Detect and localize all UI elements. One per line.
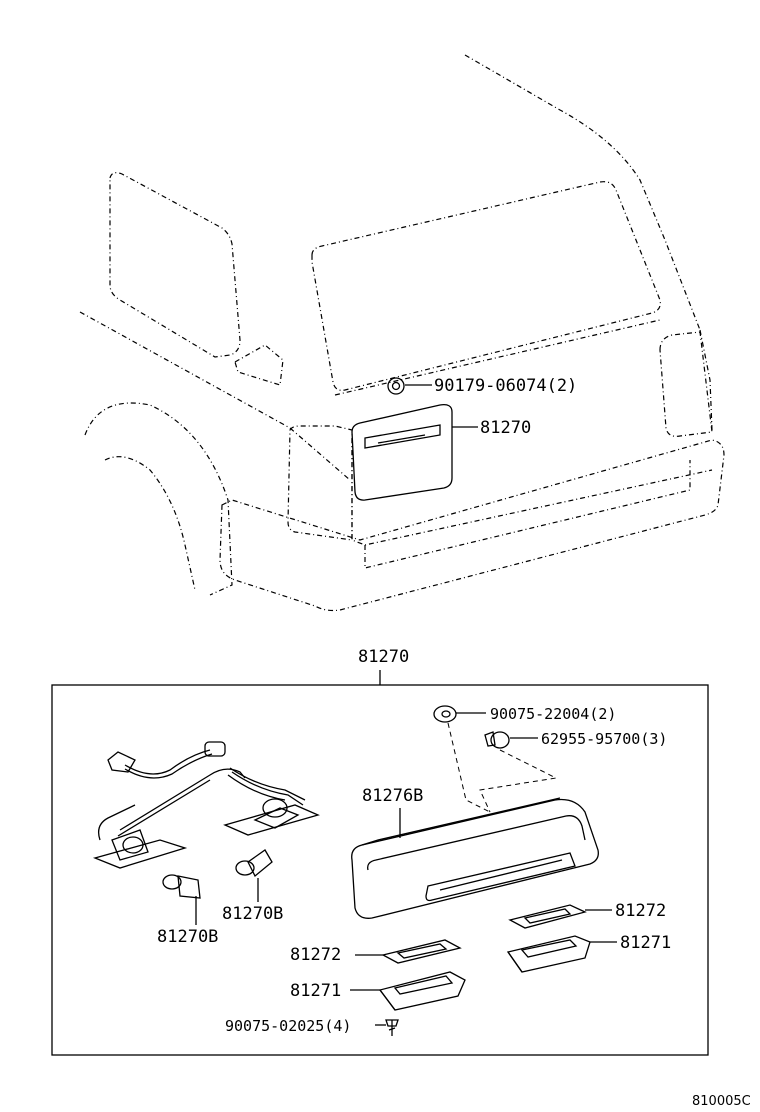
- clip-part: [484, 731, 510, 749]
- assembly-frame: [51, 684, 709, 1056]
- label-clip: 62955-95700(3): [541, 730, 667, 748]
- vehicle-rear-illustration: [79, 54, 725, 612]
- housing-left: [378, 971, 466, 1011]
- nut-part: [433, 705, 457, 723]
- label-bulb-right: 81270B: [222, 904, 283, 924]
- gasket-left: [381, 939, 462, 964]
- housing-right: [506, 935, 591, 973]
- label-assembly: 81270: [358, 647, 409, 667]
- label-gasket-right: 81272: [615, 901, 666, 921]
- label-housing-right: 81271: [620, 933, 671, 953]
- bulb-right: [235, 849, 273, 902]
- label-bolt-top: 90179-06074(2): [434, 376, 577, 396]
- wiring-harness: [92, 741, 320, 869]
- lamp-lens: [351, 797, 599, 919]
- label-screw: 90075-02025(4): [225, 1017, 351, 1035]
- label-gasket-left: 81272: [290, 945, 341, 965]
- label-lamp-top: 81270: [480, 418, 531, 438]
- label-housing-left: 81271: [290, 981, 341, 1001]
- gasket-right: [508, 904, 587, 929]
- label-nut: 90075-22004(2): [490, 705, 616, 723]
- screw-part: [385, 1019, 399, 1036]
- bulb-left: [162, 874, 201, 925]
- figure-code: 810005C: [692, 1094, 751, 1109]
- label-bulb-left: 81270B: [157, 927, 218, 947]
- label-lens: 81276B: [362, 786, 423, 806]
